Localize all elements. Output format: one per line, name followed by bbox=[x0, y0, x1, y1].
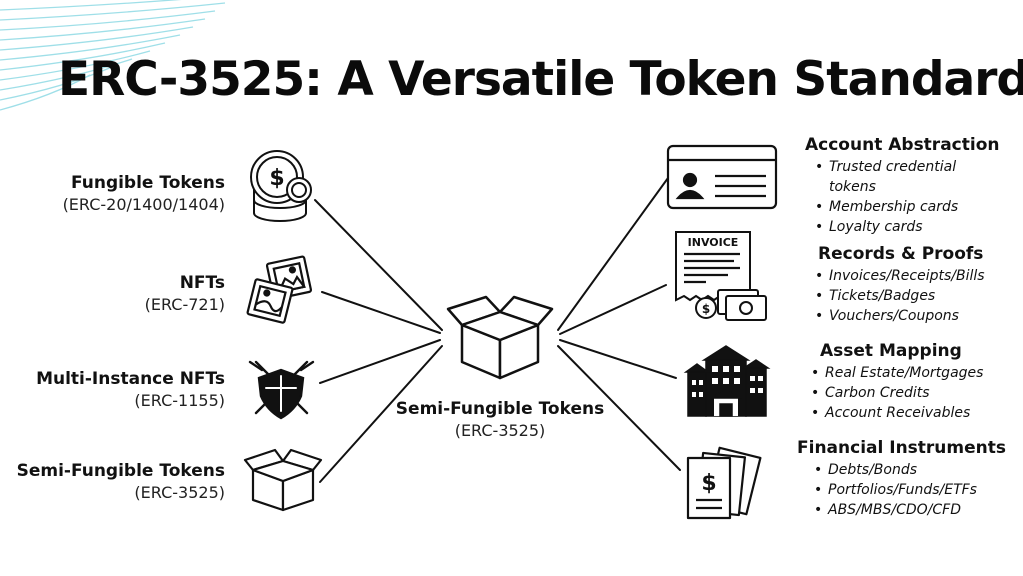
bullet-item: Portfolios/Funds/ETFs bbox=[814, 480, 1006, 500]
corner-arcs-decoration bbox=[0, 0, 226, 111]
section-account-abstraction: Account Abstraction Trusted credential t… bbox=[805, 133, 999, 237]
financial-documents-icon: $ bbox=[686, 446, 762, 520]
page-title: ERC-3525: A Versatile Token Standard bbox=[58, 52, 1023, 107]
shield-swords-icon bbox=[248, 360, 315, 420]
id-card-icon bbox=[666, 144, 778, 210]
coin-stack-icon: $ bbox=[250, 150, 312, 222]
connector-lines bbox=[314, 177, 681, 483]
left-item-standard: (ERC-20/1400/1404) bbox=[62, 195, 225, 214]
left-item-name: NFTs bbox=[179, 273, 225, 293]
connector-nfts bbox=[321, 291, 441, 334]
open-box-icon-small bbox=[243, 448, 323, 512]
svg-text:$: $ bbox=[702, 302, 710, 316]
bullet-item: Vouchers/Coupons bbox=[815, 306, 985, 326]
left-item-multi-instance: Multi-Instance NFTs (ERC-1155) bbox=[36, 368, 225, 411]
section-heading: Asset Mapping bbox=[820, 341, 962, 361]
section-financial-instruments: Financial Instruments Debts/Bonds Portfo… bbox=[797, 436, 1006, 520]
connector-asset-mapping bbox=[559, 339, 677, 379]
left-item-name: Multi-Instance NFTs bbox=[36, 369, 225, 389]
left-item-name: Semi-Fungible Tokens bbox=[16, 461, 225, 481]
svg-text:$: $ bbox=[701, 471, 716, 496]
center-node-label: Semi-Fungible Tokens (ERC-3525) bbox=[380, 398, 620, 441]
center-node-standard: (ERC-3525) bbox=[454, 421, 546, 440]
svg-text:$: $ bbox=[269, 166, 284, 191]
bullet-item: Carbon Credits bbox=[811, 383, 983, 403]
bullet-item: Loyalty cards bbox=[815, 217, 999, 237]
bullet-item: Invoices/Receipts/Bills bbox=[815, 266, 985, 286]
section-records-proofs: Records & Proofs Invoices/Receipts/Bills… bbox=[815, 242, 985, 326]
bullet-item: Account Receivables bbox=[811, 403, 983, 423]
connector-semi-fungible bbox=[319, 345, 443, 483]
left-item-semi-fungible: Semi-Fungible Tokens (ERC-3525) bbox=[17, 460, 225, 503]
connector-records-proofs bbox=[559, 284, 667, 335]
section-heading: Account Abstraction bbox=[805, 135, 1000, 155]
bullet-item: ABS/MBS/CDO/CFD bbox=[814, 500, 1006, 520]
section-heading: Records & Proofs bbox=[818, 244, 984, 264]
invoice-icon: INVOICE $ bbox=[675, 231, 767, 321]
left-item-name: Fungible Tokens bbox=[70, 173, 225, 193]
left-item-fungible: Fungible Tokens (ERC-20/1400/1404) bbox=[63, 172, 225, 215]
connector-account-abstraction bbox=[557, 177, 669, 331]
left-item-standard: (ERC-3525) bbox=[134, 483, 225, 502]
invoice-word: INVOICE bbox=[688, 236, 739, 249]
left-item-standard: (ERC-1155) bbox=[134, 391, 225, 410]
connector-multi-instance bbox=[319, 339, 441, 384]
section-heading: Financial Instruments bbox=[797, 438, 1006, 458]
bullet-item: Membership cards bbox=[815, 197, 999, 217]
bullet-item: Real Estate/Mortgages bbox=[811, 363, 983, 383]
center-node-name: Semi-Fungible Tokens bbox=[395, 399, 605, 419]
buildings-icon bbox=[683, 345, 771, 417]
bullet-item: Tickets/Badges bbox=[815, 286, 985, 306]
picture-frames-icon bbox=[246, 255, 313, 324]
left-item-standard: (ERC-721) bbox=[144, 295, 225, 314]
connector-financial bbox=[557, 345, 681, 471]
left-item-nfts: NFTs (ERC-721) bbox=[145, 272, 225, 315]
connector-fungible bbox=[314, 199, 443, 331]
open-box-icon-large bbox=[446, 295, 554, 380]
section-asset-mapping: Asset Mapping Real Estate/Mortgages Carb… bbox=[811, 339, 983, 423]
bullet-item: Trusted credential bbox=[815, 157, 999, 177]
bullet-item-continuation: tokens bbox=[829, 179, 876, 195]
bullet-item: Debts/Bonds bbox=[814, 460, 1006, 480]
